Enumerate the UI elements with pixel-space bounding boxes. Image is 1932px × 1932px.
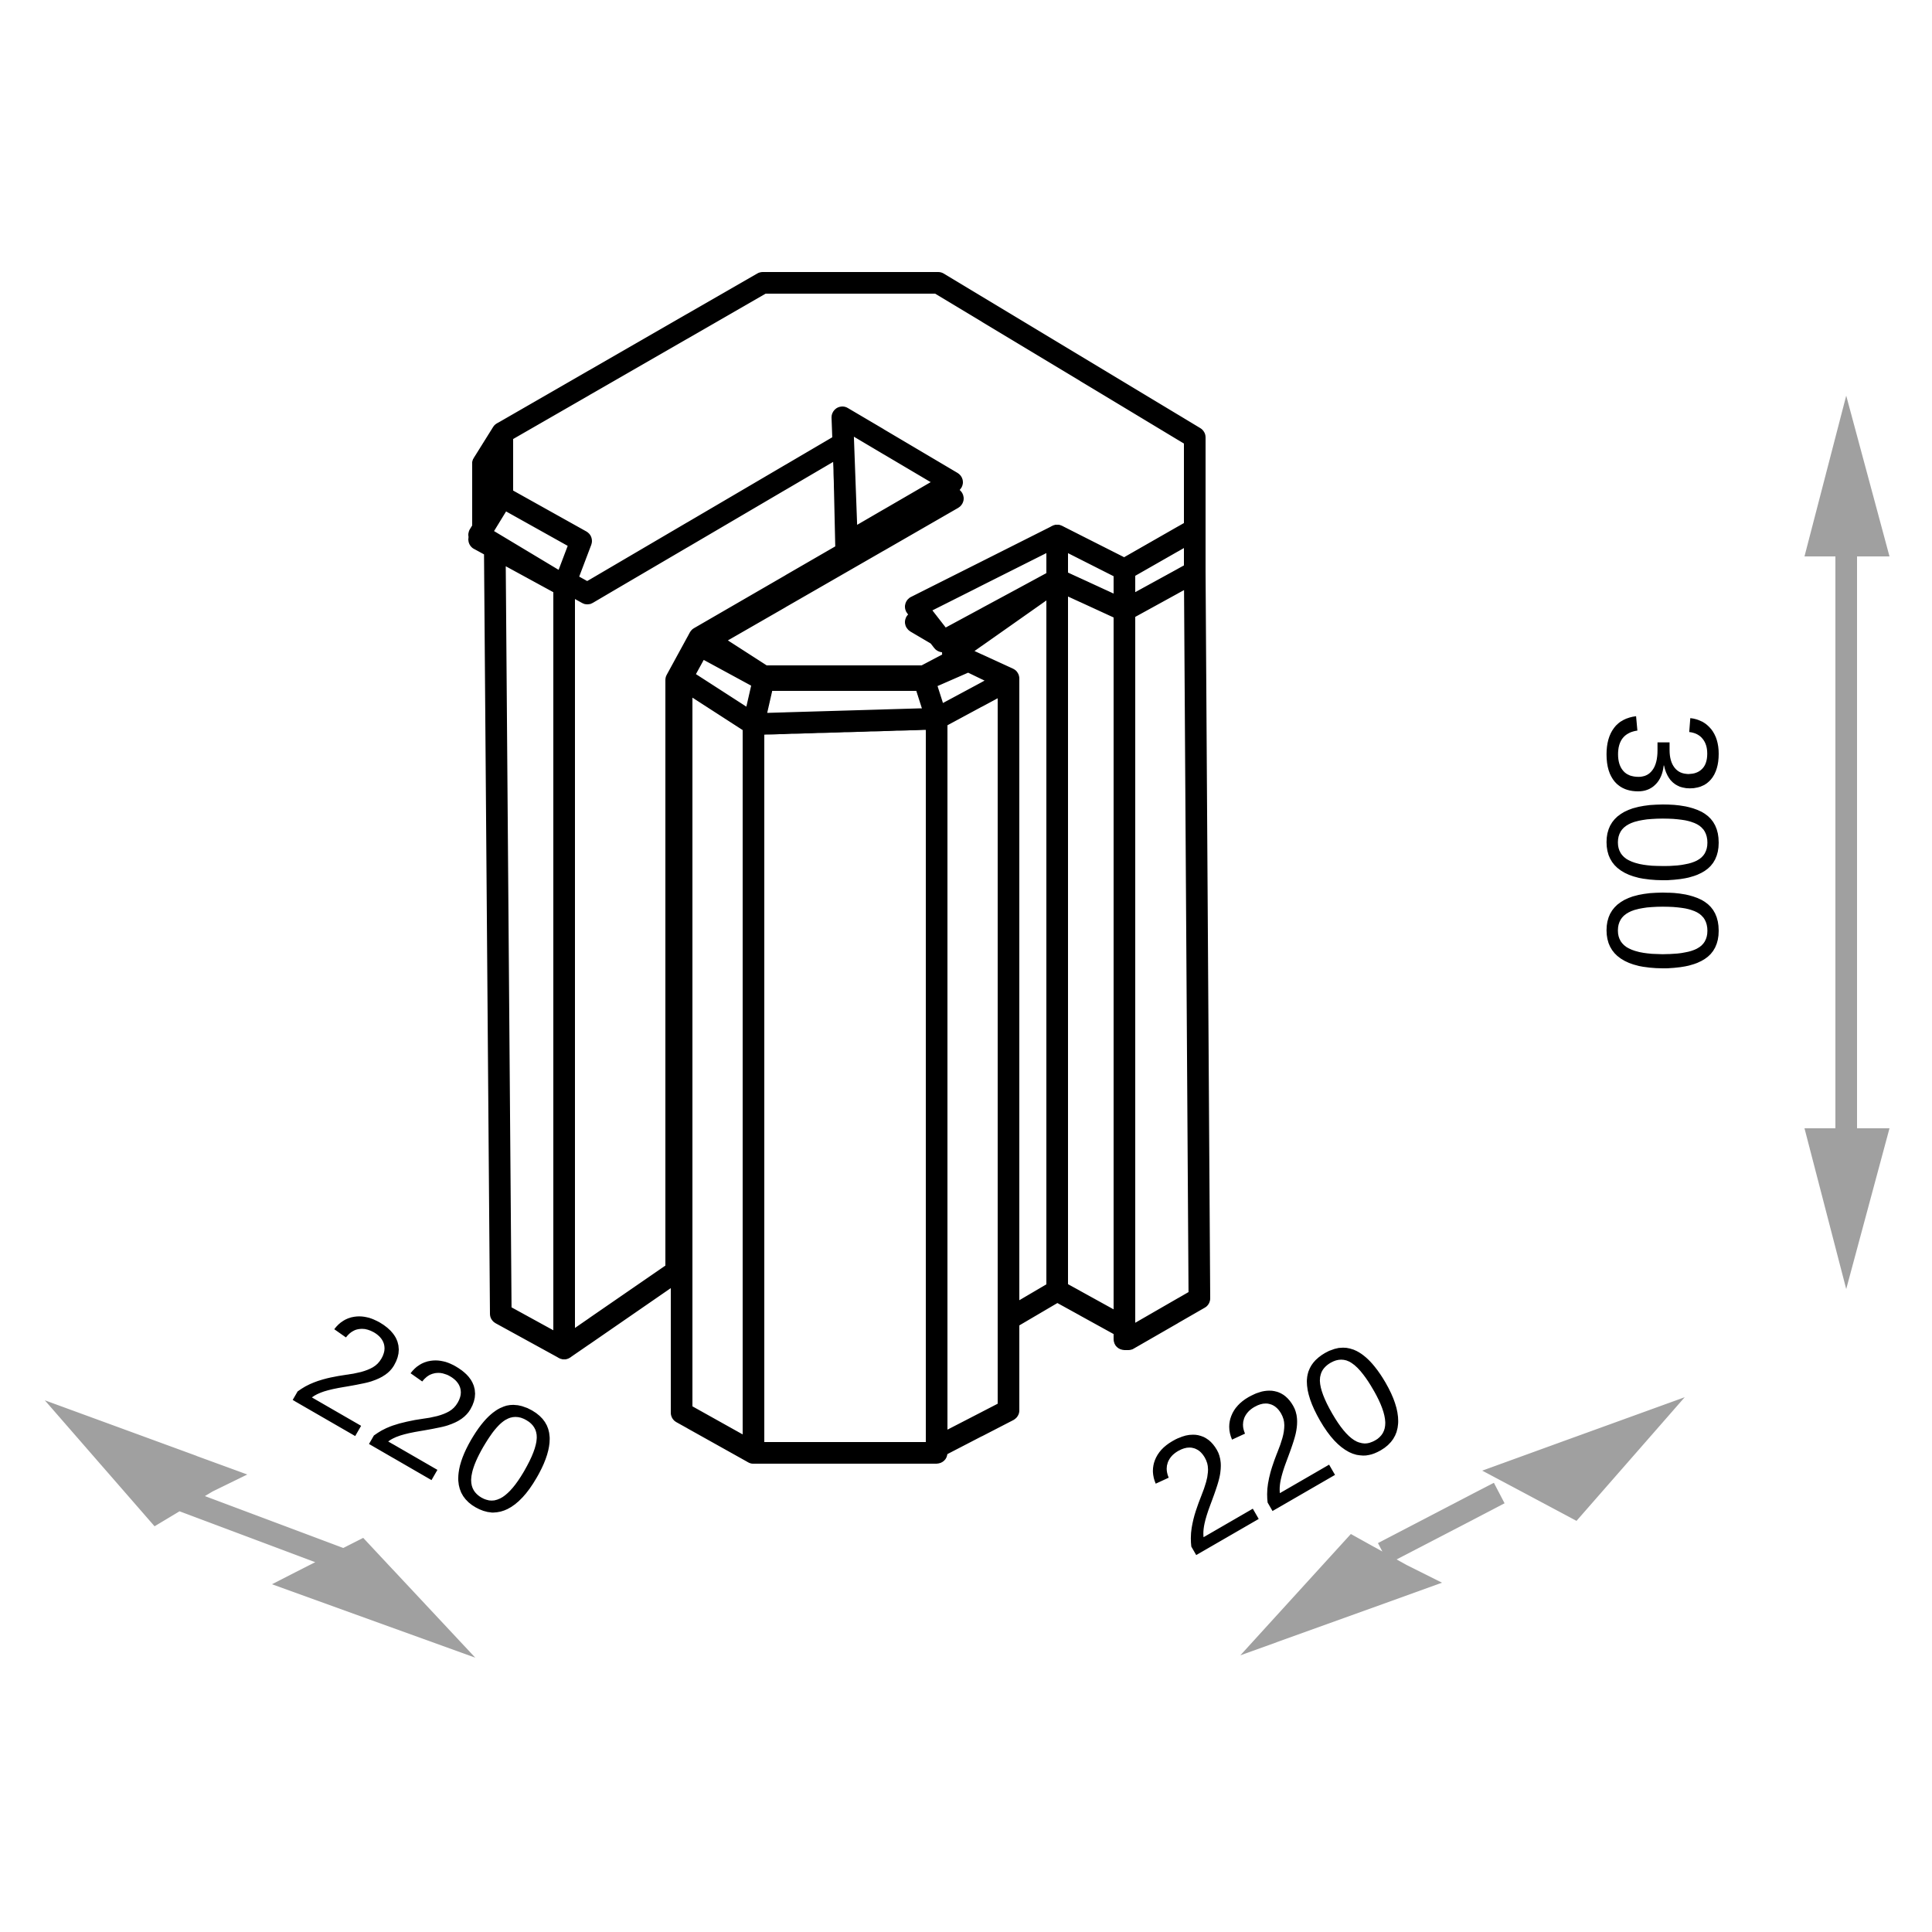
front-block-top-face	[743, 669, 947, 735]
front-block-right-face	[926, 669, 1019, 1458]
height-arrow-up-icon	[1804, 396, 1889, 556]
width-dimension: 220	[1117, 1303, 1685, 1655]
inner-pocket-triangle	[832, 406, 963, 554]
width-arrow-shaft	[1378, 1482, 1505, 1564]
width-arrow-right-icon	[1482, 1397, 1685, 1521]
front-block-front-face	[743, 708, 947, 1464]
right-block-front-face	[1114, 561, 1210, 1350]
height-arrow-shaft	[1835, 549, 1857, 1136]
depth-arrow-shaft	[165, 1484, 354, 1574]
profile-drawing	[468, 272, 1210, 1464]
depth-dimension: 220	[45, 1272, 587, 1658]
front-block-right-bevel	[913, 650, 1019, 730]
height-label: 300	[1574, 710, 1751, 975]
left-block-bevel	[468, 486, 592, 597]
width-arrow-left-icon	[1240, 1534, 1442, 1655]
left-block-front-face	[468, 512, 575, 1359]
front-block-left-bevel	[671, 634, 774, 735]
depth-arrow-right-icon	[272, 1538, 475, 1658]
height-dimension: 300	[1574, 396, 1889, 1289]
height-arrow-down-icon	[1804, 1128, 1889, 1289]
